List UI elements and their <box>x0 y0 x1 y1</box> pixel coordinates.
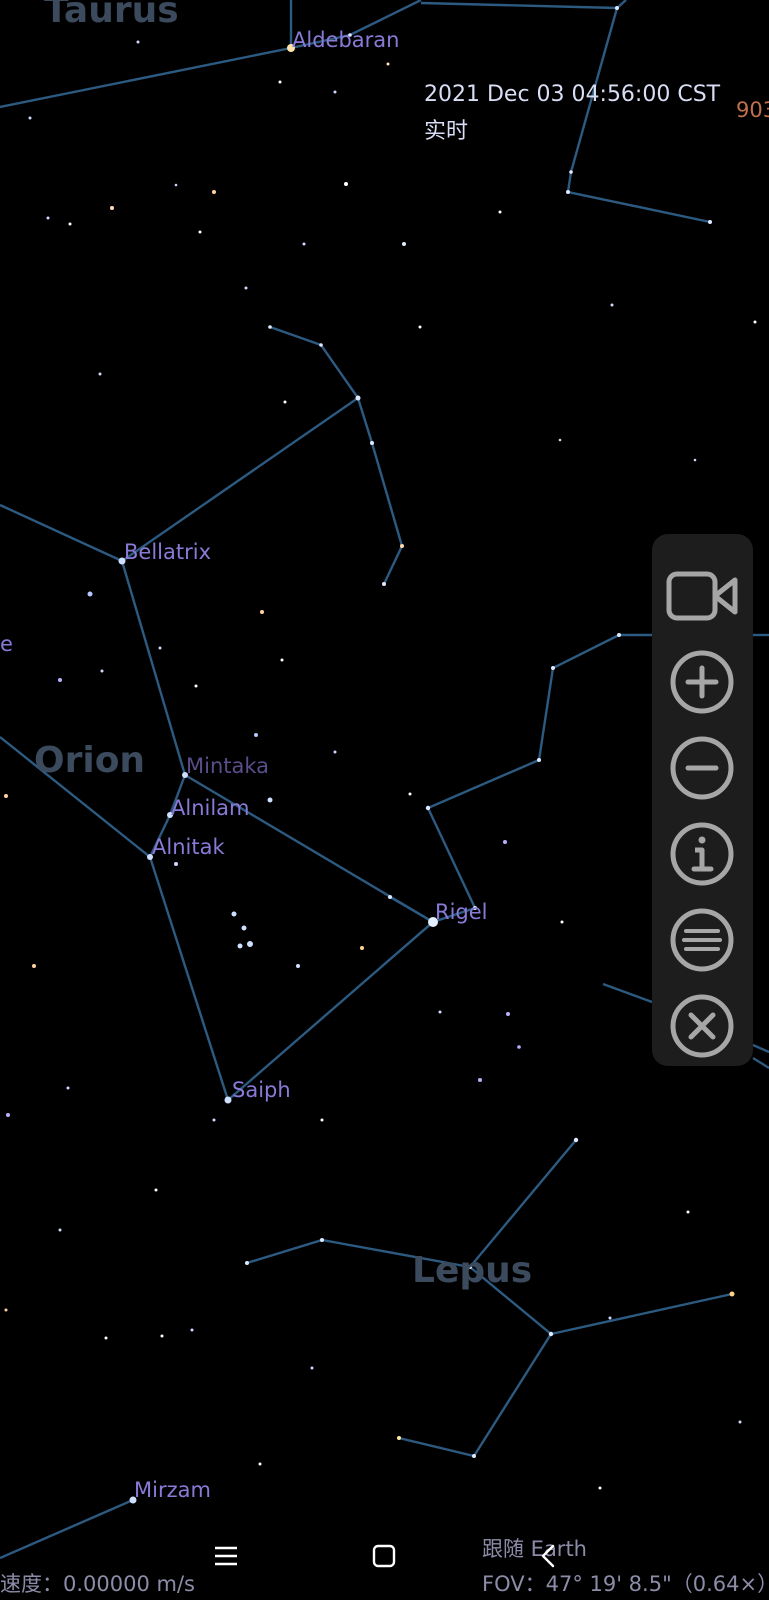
info-icon <box>670 822 734 886</box>
nav-back-button[interactable] <box>526 1536 570 1576</box>
star-label-partial: e <box>0 632 13 656</box>
back-chevron-icon <box>541 1544 555 1568</box>
star-label-rigel[interactable]: Rigel <box>435 900 488 924</box>
menu-button[interactable] <box>666 904 738 976</box>
datetime-text: 2021 Dec 03 04:56:00 CST <box>424 82 721 107</box>
follow-target: 跟随 Earth <box>482 1537 587 1561</box>
edge-number: 903 <box>736 98 769 122</box>
home-square-icon <box>372 1544 396 1568</box>
star-label-mintaka[interactable]: Mintaka <box>186 754 270 778</box>
time-display: 2021 Dec 03 04:56:00 CST 实时 <box>424 76 720 150</box>
control-toolbar <box>652 534 753 1066</box>
star-label-mirzam[interactable]: Mirzam <box>134 1478 211 1502</box>
lepus-lines <box>246 1139 577 1269</box>
record-button[interactable] <box>666 560 738 632</box>
orion-lines <box>0 325 360 563</box>
fov-readout: FOV：47° 19' 8.5"（0.64×） <box>482 1572 769 1596</box>
zoom-out-icon <box>670 736 734 800</box>
star-label-alnilam[interactable]: Alnilam <box>171 796 250 820</box>
speed-readout: 速度：0.00000 m/s <box>0 1572 195 1596</box>
zoom-in-icon <box>670 650 734 714</box>
close-icon <box>670 994 734 1058</box>
close-button[interactable] <box>666 990 738 1062</box>
constellation-name-lepus: Lepus <box>412 1250 533 1291</box>
constellation-name-taurus: Taurus <box>44 0 179 31</box>
taurus-lines <box>0 0 422 109</box>
nav-menu-button[interactable] <box>204 1536 248 1576</box>
star-label-alnitak[interactable]: Alnitak <box>152 835 225 859</box>
menu-icon <box>670 908 734 972</box>
zoom-in-button[interactable] <box>666 646 738 718</box>
menu-lines-icon <box>215 1546 237 1566</box>
star-label-aldebaran[interactable]: Aldebaran <box>292 28 400 52</box>
video-camera-icon <box>666 571 738 621</box>
star-label-saiph[interactable]: Saiph <box>232 1078 291 1102</box>
stars <box>4 6 757 1504</box>
star-label-bellatrix[interactable]: Bellatrix <box>124 540 211 564</box>
constellation-name-orion: Orion <box>34 740 146 781</box>
zoom-out-button[interactable] <box>666 732 738 804</box>
time-mode-text: 实时 <box>424 119 469 144</box>
nav-home-button[interactable] <box>362 1536 406 1576</box>
info-button[interactable] <box>666 818 738 890</box>
